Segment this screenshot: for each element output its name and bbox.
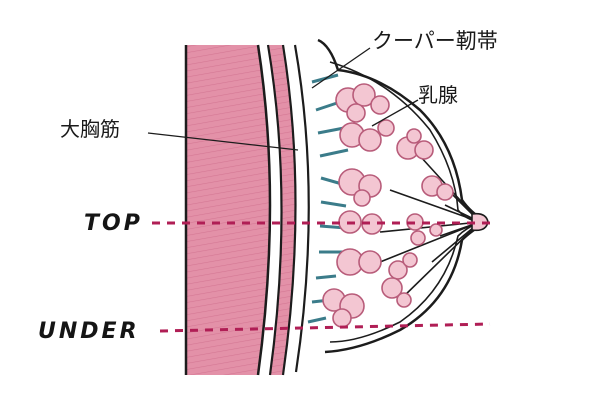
under-label: UNDER bbox=[38, 319, 140, 344]
fascia-band bbox=[266, 44, 297, 376]
breast-outline bbox=[317, 38, 489, 354]
pectoral-muscle-label: 大胸筋 bbox=[60, 117, 120, 141]
chest-wall-line bbox=[293, 44, 310, 373]
under-line bbox=[159, 322, 491, 333]
leader-lines bbox=[147, 47, 419, 151]
cooper-ligaments bbox=[307, 73, 349, 324]
top-label: TOP bbox=[84, 211, 143, 236]
mammary-glands bbox=[322, 83, 454, 328]
mammary-gland-label: 乳腺 bbox=[418, 83, 458, 107]
cooper-ligament-label: クーパー靭帯 bbox=[372, 29, 498, 53]
pectoral-muscle bbox=[184, 44, 272, 376]
